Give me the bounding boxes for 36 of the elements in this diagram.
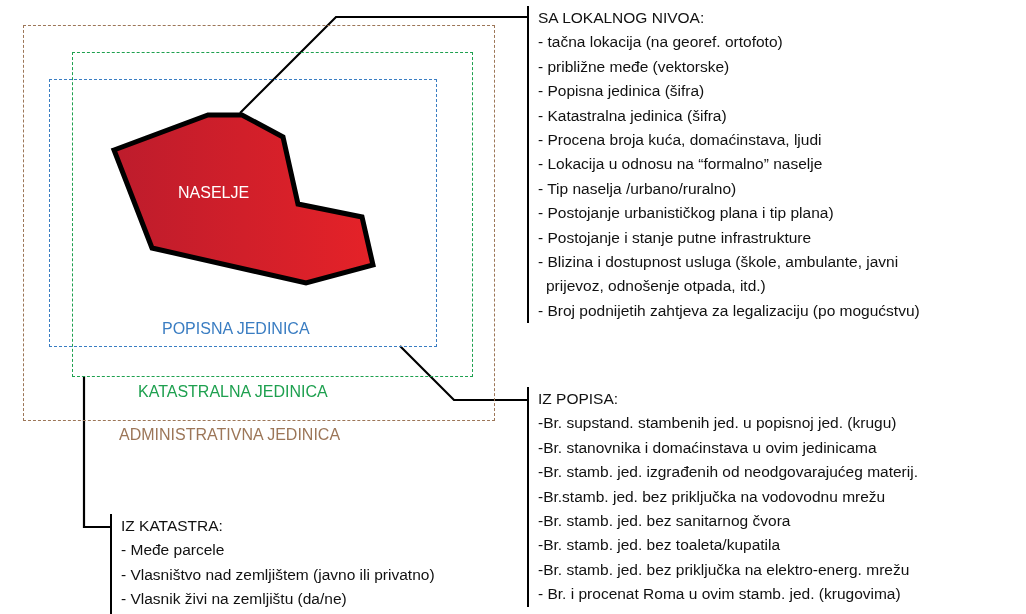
list-item: - Popisna jedinica (šifra)	[538, 81, 706, 102]
bracketed-list	[527, 387, 918, 607]
list-item: -Br. stamb. jed. bez toaleta/kupatila	[538, 535, 782, 556]
shape-label: NASELJE	[178, 184, 250, 202]
list-item: -Br. stanovnika i domaćinstava u ovim jedinicama	[538, 437, 878, 458]
list-item: - Vlasnik živi na zemljištu (da/ne)	[121, 589, 348, 610]
list-item: - Br. i procenat Roma u ovim stamb. jed. (krugovima)	[538, 584, 902, 605]
list-item: -Br. stamb. jed. izgrađenih od neodgovarajućeg materij.	[538, 462, 918, 483]
list-item: - Katastralna jedinica (šifra)	[538, 105, 728, 126]
list-item: -Br. stamb. jed. bez priključka na elektro-energ. mrežu	[538, 559, 911, 580]
leader-line	[399, 345, 527, 402]
list-item: - Lokacija u odnosu na “formalno” naselje	[538, 154, 824, 175]
list-item: -Br.stamb. jed. bez priključka na vodovodnu mrežu	[538, 486, 887, 507]
boundary-label: POPISNA JEDINICA	[162, 320, 310, 338]
list-item: - približne međe (vektorske)	[538, 56, 731, 77]
list-item: -Br. stamb. jed. bez sanitarnog čvora	[538, 511, 792, 532]
boundary-label: ADMINISTRATIVNA JEDINICA	[119, 426, 341, 444]
dashed-boundary	[49, 79, 437, 347]
list-item: - Postojanje urbanističkog plana i tip plana)	[538, 203, 835, 224]
list-heading: SA LOKALNOG NIVOA:	[538, 8, 706, 28]
list-item: - Procena broja kuća, domaćinstava, ljudi	[538, 130, 823, 151]
list-item: - Broj podnijetih zahtjeva za legalizaciju (po mogućstvu)	[538, 300, 921, 321]
list-item: - Vlasništvo nad zemljištem (javno ili privatno)	[121, 564, 435, 585]
list-item: - tačna lokacija (na georef. ortofoto)	[538, 32, 784, 53]
list-item: - Blizina i dostupnost usluga (škole, ambulante, javni prijevoz, odnošenje otpada, itd.)	[538, 252, 900, 297]
leader-line	[82, 376, 110, 529]
list-item: - Međe parcele	[121, 540, 226, 561]
list-item: -Br. supstand. stambenih jed. u popisnoj jed. (krugu)	[538, 413, 898, 434]
bracketed-list	[110, 514, 435, 614]
list-heading: IZ POPISA:	[538, 389, 620, 409]
list-item: - Tip naselja /urbano/ruralno)	[538, 178, 738, 199]
list-heading: IZ KATASTRA:	[121, 516, 224, 536]
list-item: - Postojanje i stanje putne infrastrukture	[538, 227, 813, 248]
boundary-label: KATASTRALNA JEDINICA	[138, 383, 328, 401]
leader-line	[239, 15, 527, 114]
settlement-shape	[110, 111, 378, 288]
